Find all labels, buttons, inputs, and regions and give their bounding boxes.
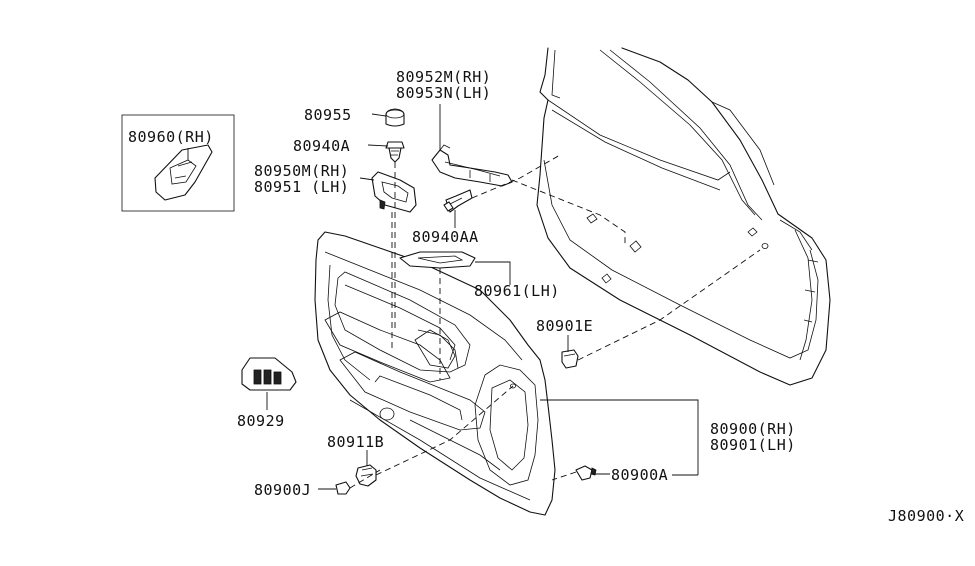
label-80929: 80929 xyxy=(237,412,285,430)
part-80911b-clip xyxy=(355,464,377,487)
label-80952m: 80952M(RH) xyxy=(396,68,491,86)
part-80940a-clip xyxy=(385,141,405,163)
diagram-code: J80900·X xyxy=(888,507,964,525)
part-80929-switch xyxy=(241,357,297,391)
assembly-lines xyxy=(349,154,761,489)
inset-box-80960 xyxy=(121,114,235,212)
part-80952m-bracket xyxy=(431,144,513,187)
label-80900j: 80900J xyxy=(254,481,311,499)
label-80901e: 80901E xyxy=(536,317,593,335)
label-80901lh: 80901(LH) xyxy=(710,436,796,454)
part-80900a-clip xyxy=(575,465,597,481)
part-80961-handle xyxy=(399,251,476,269)
part-80901e-clip xyxy=(561,349,579,369)
part-80955-cap xyxy=(385,108,405,127)
label-80911b: 80911B xyxy=(327,433,384,451)
label-80950m: 80950M(RH) xyxy=(254,162,349,180)
leader-lines xyxy=(187,104,699,490)
label-80951: 80951 (LH) xyxy=(254,178,349,196)
label-80940aa: 80940AA xyxy=(412,228,479,246)
label-80940a: 80940A xyxy=(293,137,350,155)
label-80961: 80961(LH) xyxy=(474,282,560,300)
part-labels: 80960(RH) 80955 80940A 80950M(RH) 80951 … xyxy=(128,68,964,525)
part-80900j-clip xyxy=(335,481,351,495)
part-80940aa-clip xyxy=(443,189,473,213)
label-80900rh: 80900(RH) xyxy=(710,420,796,438)
door-shell xyxy=(536,47,831,386)
part-80950m-bezel xyxy=(371,171,417,213)
label-80960: 80960(RH) xyxy=(128,128,214,146)
label-80953n: 80953N(LH) xyxy=(396,84,491,102)
label-80900a: 80900A xyxy=(611,466,668,484)
label-80955: 80955 xyxy=(304,106,352,124)
door-trim-panel xyxy=(314,231,556,516)
